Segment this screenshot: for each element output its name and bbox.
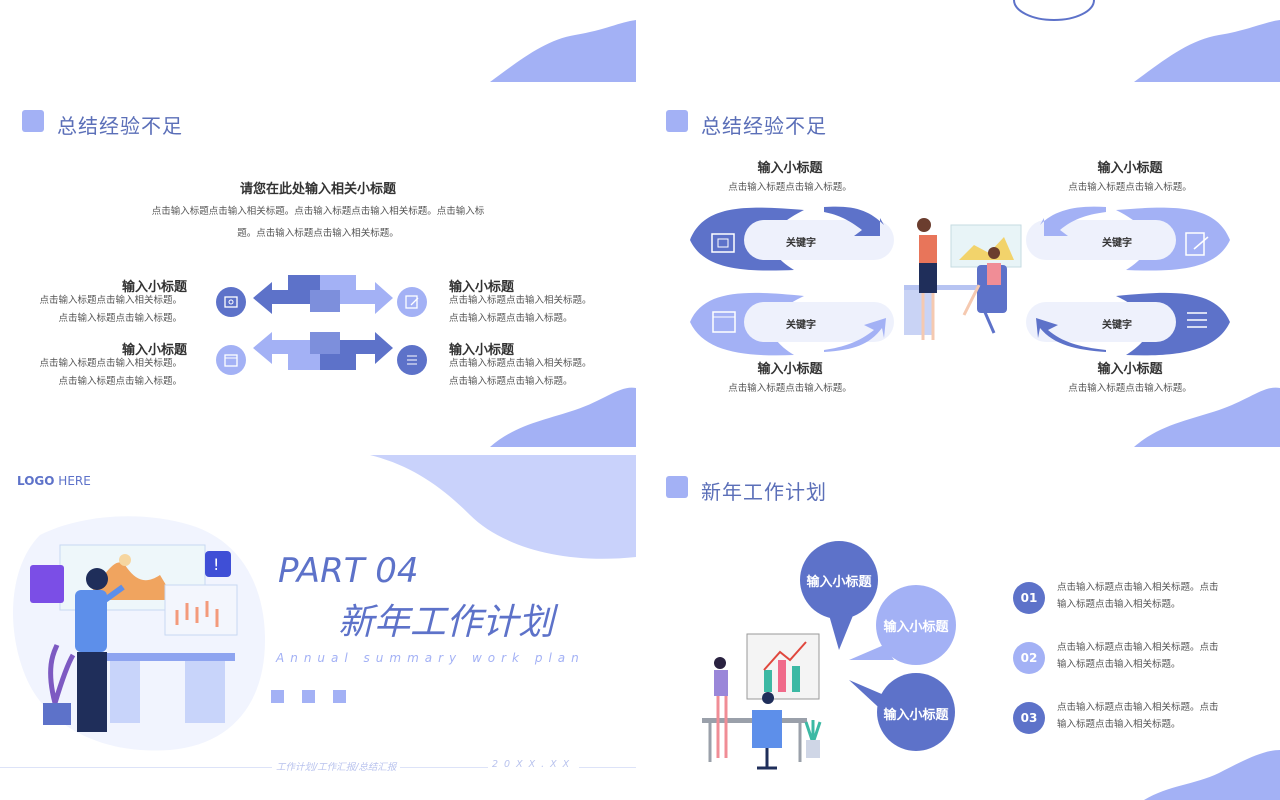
title-marker (22, 110, 44, 132)
step-number: 01 (1013, 582, 1045, 614)
item-title: 输入小标题 (1097, 362, 1163, 377)
item-title: 输入小标题 (757, 362, 823, 377)
part-number: PART 04 (278, 551, 419, 591)
item-title: 输入小标题 (449, 343, 515, 358)
step-line1: 点击输入标题点击输入相关标题。点击 (1057, 582, 1219, 593)
calendar-icon (712, 311, 736, 333)
bubble-label: 输入小标题 (883, 620, 949, 635)
item-line2: 点击输入标题点击输入标题。 (449, 376, 573, 387)
title-marker (666, 476, 688, 498)
decor-square (333, 690, 346, 703)
slide-summary-2[interactable]: 总结经验不足 输入小标题 点击输入标题点击输入标题。 输入小标题 点击输入标题点… (644, 0, 1280, 447)
slide-title: 新年工作计划 (701, 480, 827, 504)
presenter-illustration: ! (30, 544, 238, 732)
arrows-diagram (253, 275, 393, 370)
item-title: 输入小标题 (121, 280, 187, 295)
logo-bold: LOGO (17, 474, 55, 488)
item-title: 输入小标题 (449, 280, 515, 295)
center-body-line2: 题。点击输入标题点击输入相关标题。 (237, 228, 399, 239)
slide-section-cover[interactable]: LOGO HERE PART 04 新年工作计划 Annual summary … (0, 455, 636, 800)
step-line2: 输入标题点击输入相关标题。 (1057, 719, 1181, 730)
slide-plan[interactable]: 新年工作计划 输入小标题 输入小标题 输入小标题 01 点击输入标题点击输入相关… (644, 455, 1280, 800)
speech-bubbles (800, 541, 956, 751)
item-line2: 点击输入标题点击输入标题。 (449, 313, 573, 324)
decor-blob-top (490, 20, 636, 82)
footer-left: 工作计划/工作汇报/总结汇报 (272, 759, 401, 773)
item-body: 点击输入标题点击输入标题。 (1068, 182, 1192, 193)
bubble-label: 输入小标题 (806, 575, 872, 590)
item-body: 点击输入标题点击输入标题。 (728, 383, 852, 394)
step-number: 02 (1013, 642, 1045, 674)
keyword-label: 关键字 (786, 320, 816, 331)
keyword-label: 关键字 (1102, 238, 1132, 249)
leaf-shapes (690, 206, 1230, 356)
edit-note-icon (1185, 232, 1209, 256)
item-line1: 点击输入标题点击输入相关标题。 (449, 358, 592, 369)
step-line2: 输入标题点击输入相关标题。 (1057, 659, 1181, 670)
edit-note-icon (397, 287, 427, 317)
blueprint-icon (216, 287, 246, 317)
section-subtitle: Annual summary work plan (276, 651, 585, 665)
item-line2: 点击输入标题点击输入标题。 (58, 376, 182, 387)
step-number: 03 (1013, 702, 1045, 734)
keyword-label: 关键字 (1102, 320, 1132, 331)
title-marker (666, 110, 688, 132)
slide-title: 总结经验不足 (701, 114, 827, 138)
section-title: 新年工作计划 (338, 602, 555, 643)
step-line1: 点击输入标题点击输入相关标题。点击 (1057, 702, 1219, 713)
svg-text:!: ! (213, 555, 219, 574)
item-title: 输入小标题 (757, 161, 823, 176)
item-line1: 点击输入标题点击输入相关标题。 (39, 295, 182, 306)
chart-board-illustration (702, 633, 822, 770)
list-icon (397, 345, 427, 375)
decor-square (271, 690, 284, 703)
item-body: 点击输入标题点击输入标题。 (728, 182, 852, 193)
list-icon (1187, 312, 1207, 328)
item-line1: 点击输入标题点击输入相关标题。 (39, 358, 182, 369)
office-illustration (904, 218, 1022, 340)
slide-summary-1[interactable]: 总结经验不足 请您在此处输入相关小标题 点击输入标题点击输入相关标题。点击输入标… (0, 0, 636, 447)
decor-circle-top (1013, 0, 1280, 447)
calendar-icon (216, 345, 246, 375)
item-body: 点击输入标题点击输入标题。 (1068, 383, 1192, 394)
center-body-line1: 点击输入标题点击输入相关标题。点击输入标题点击输入相关标题。点击输入标 (151, 206, 485, 217)
logo-rest: HERE (54, 474, 91, 488)
decor-blob-bottom (1144, 750, 1280, 800)
slide-title: 总结经验不足 (57, 114, 183, 138)
decor-blob-bottom (490, 387, 636, 447)
center-heading: 请您在此处输入相关小标题 (239, 182, 396, 197)
logo: LOGO HERE (17, 474, 91, 488)
step-line2: 输入标题点击输入相关标题。 (1057, 599, 1181, 610)
decor-square (302, 690, 315, 703)
footer-right: 20XX.XX (488, 759, 580, 770)
item-title: 输入小标题 (121, 343, 187, 358)
keyword-label: 关键字 (786, 238, 816, 249)
network-icon (711, 233, 735, 253)
item-line2: 点击输入标题点击输入标题。 (58, 313, 182, 324)
bubble-label: 输入小标题 (883, 708, 949, 723)
step-line1: 点击输入标题点击输入相关标题。点击 (1057, 642, 1219, 653)
item-line1: 点击输入标题点击输入相关标题。 (449, 295, 592, 306)
item-title: 输入小标题 (1097, 161, 1163, 176)
